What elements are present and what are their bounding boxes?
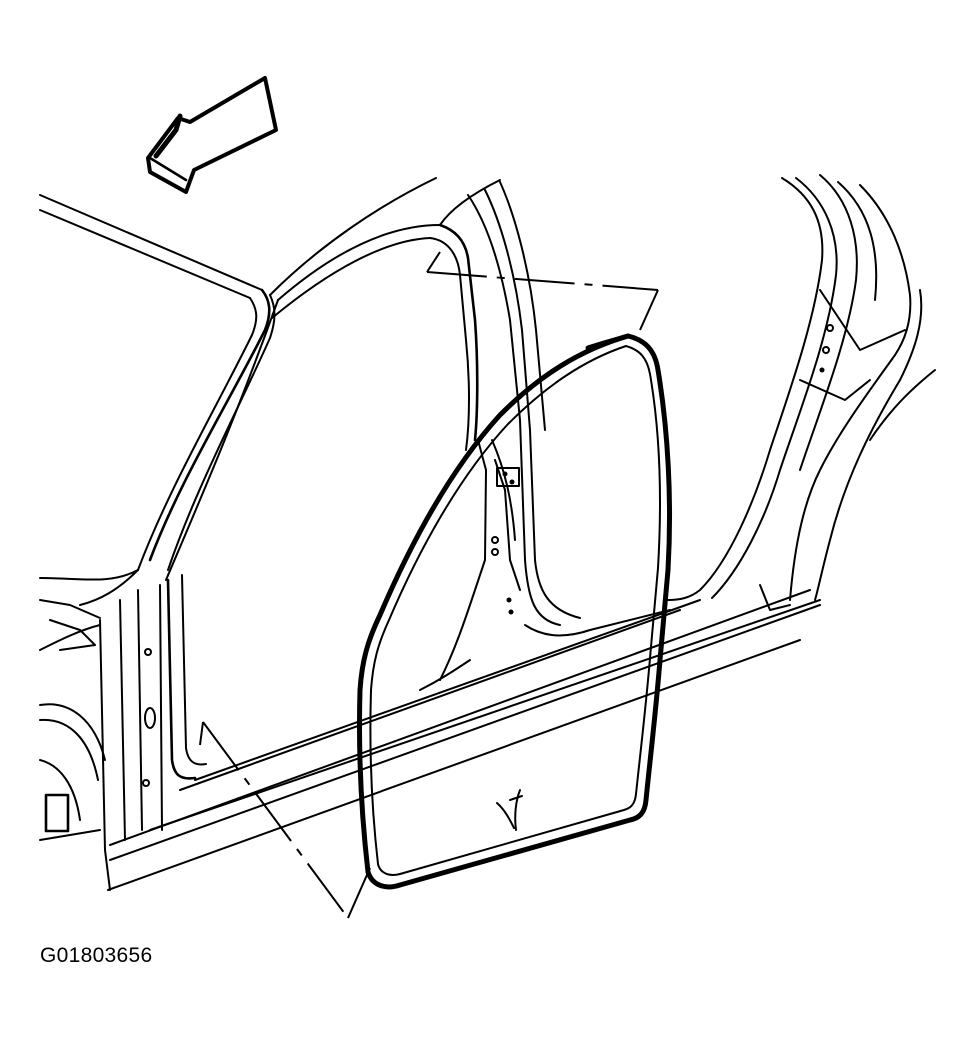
- roof-panel: [39, 177, 501, 299]
- center-pillar: [439, 181, 581, 681]
- hinge-pillar: [39, 584, 163, 891]
- forward-direction-arrow-icon: [146, 76, 278, 194]
- windshield-pillar: [39, 288, 276, 606]
- leader-lines: [199, 251, 659, 919]
- door-opening-frame: [165, 223, 479, 780]
- figure-id-label: G01803656: [40, 944, 153, 967]
- rocker-panel: [107, 589, 821, 891]
- rear-door-opening: [667, 174, 936, 611]
- door-weatherstrip-seal[interactable]: [356, 333, 673, 890]
